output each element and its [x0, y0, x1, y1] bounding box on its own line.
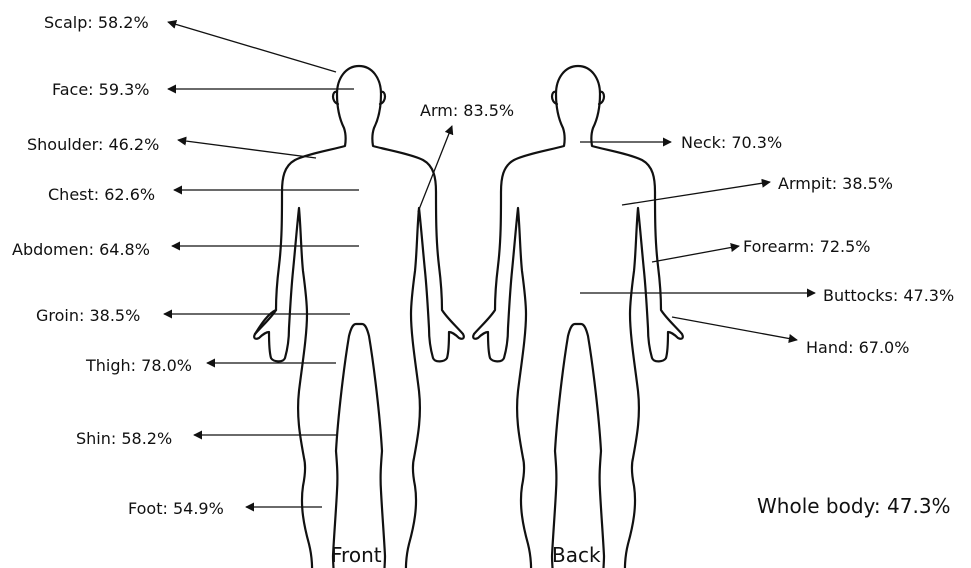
caption-front: Front — [331, 543, 382, 567]
label-hand: Hand: 67.0% — [806, 338, 909, 357]
caption-back: Back — [552, 543, 601, 567]
label-face: Face: 59.3% — [52, 80, 149, 99]
front-figure — [254, 66, 464, 568]
label-thigh: Thigh: 78.0% — [85, 356, 192, 375]
label-foot: Foot: 54.9% — [128, 499, 224, 518]
back-figure — [473, 66, 683, 568]
label-abdomen: Abdomen: 64.8% — [12, 240, 150, 259]
hand-arrow — [672, 317, 797, 340]
label-scalp: Scalp: 58.2% — [44, 13, 149, 32]
label-chest: Chest: 62.6% — [48, 185, 155, 204]
label-buttocks: Buttocks: 47.3% — [823, 286, 954, 305]
label-forearm: Forearm: 72.5% — [743, 237, 870, 256]
label-neck: Neck: 70.3% — [681, 133, 782, 152]
label-shoulder: Shoulder: 46.2% — [27, 135, 159, 154]
scalp-arrow — [168, 22, 336, 72]
shoulder-arrow — [178, 140, 316, 158]
whole-body-label: Whole body: 47.3% — [757, 494, 951, 518]
label-shin: Shin: 58.2% — [76, 429, 172, 448]
front-leader-lines — [164, 22, 452, 507]
label-armpit: Armpit: 38.5% — [778, 174, 893, 193]
forearm-arrow — [652, 246, 739, 262]
label-groin: Groin: 38.5% — [36, 306, 140, 325]
label-arm: Arm: 83.5% — [420, 101, 514, 120]
armpit-arrow — [622, 182, 770, 205]
